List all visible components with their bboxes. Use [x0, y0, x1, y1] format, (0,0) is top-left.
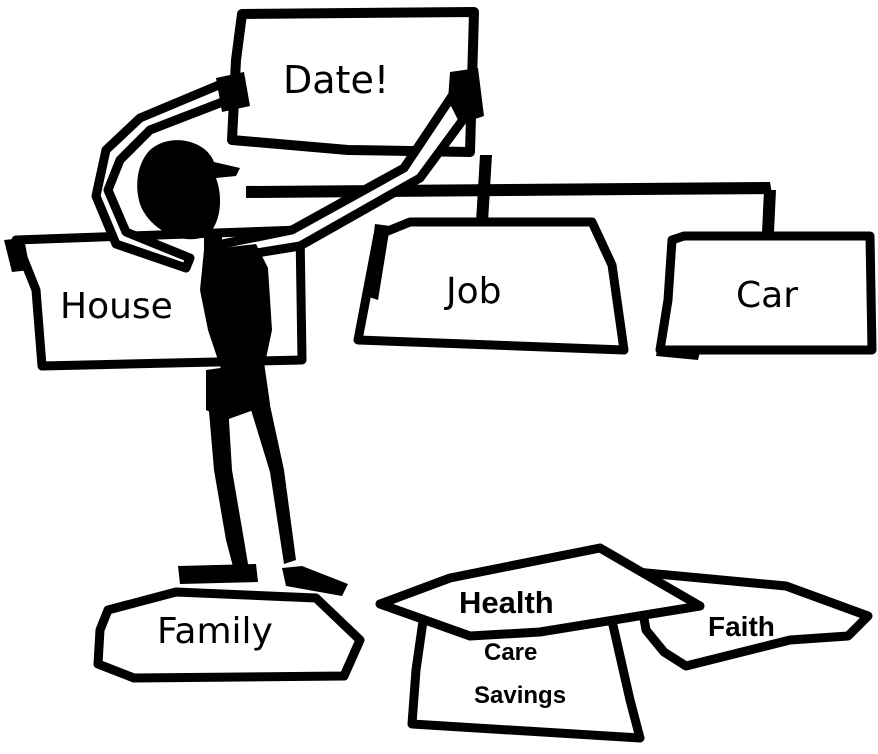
- card-label-savings: Savings: [474, 682, 566, 709]
- sign-label-job: Job: [444, 271, 502, 312]
- sign-label-car: Car: [736, 275, 798, 316]
- card-label-health: Health: [459, 585, 554, 620]
- sign-label-date: Date!: [283, 58, 389, 102]
- job-sign: [353, 217, 629, 355]
- sign-label-house: House: [60, 286, 173, 327]
- health-card: [375, 543, 705, 641]
- family-card: [93, 587, 365, 683]
- figure-body: [137, 140, 348, 596]
- car-sign: [655, 231, 877, 360]
- card-label-faith: Faith: [708, 611, 775, 642]
- date-sign: [227, 7, 479, 157]
- figure-arms: [91, 68, 484, 273]
- card-label-care: Care: [484, 639, 537, 666]
- card-label-family: Family: [157, 611, 273, 652]
- faith-card: [631, 567, 873, 671]
